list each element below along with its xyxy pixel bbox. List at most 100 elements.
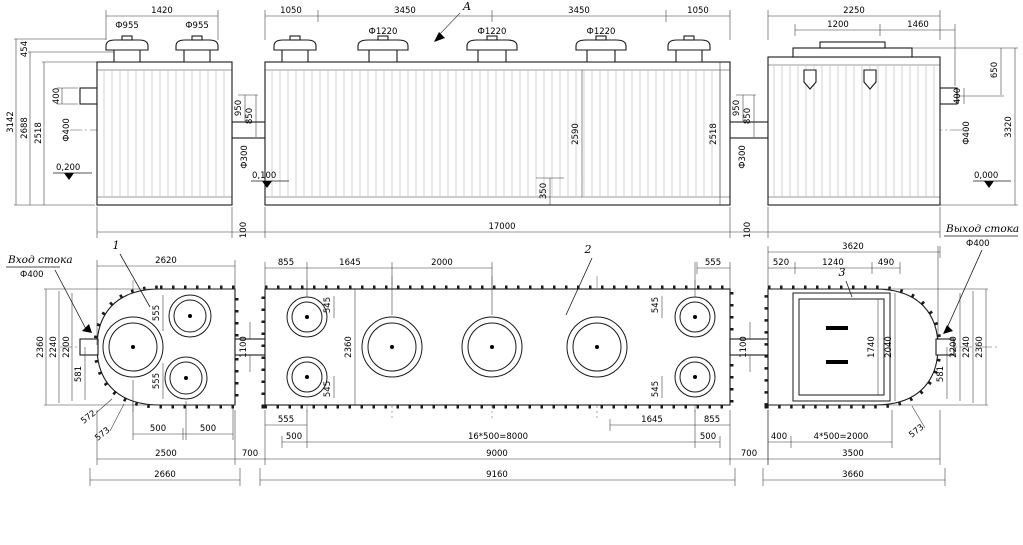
- dim-label: 2000: [431, 258, 453, 268]
- tank2-hatch-5: [667, 35, 711, 63]
- dim-label: 700: [741, 449, 757, 459]
- tank2-hatch-2: [357, 35, 409, 63]
- plan3-dim-lines: [762, 246, 988, 486]
- dim-label: 3660: [842, 470, 864, 480]
- dim-label: Ф955: [115, 21, 139, 31]
- plan2-body: [264, 288, 731, 406]
- dim-label: 2518: [34, 122, 44, 144]
- section-label: А: [462, 0, 471, 13]
- dim-label: 4*500=2000: [814, 432, 869, 442]
- tank3-curb: [819, 41, 886, 49]
- elevation-views: 1420 Ф955 Ф955 454 3142 2688 2518 400 Ф4…: [6, 0, 1018, 238]
- dim-label: 581: [936, 366, 946, 382]
- dim-label: 855: [704, 415, 720, 425]
- dim-label: 3500: [842, 449, 864, 459]
- callout-3: 3: [839, 266, 846, 279]
- level-mark-0100: [251, 180, 289, 188]
- inlet-label: Вход стока: [7, 254, 73, 266]
- inlet-dia-label: Ф400: [20, 270, 44, 280]
- dim-label: 500: [286, 432, 302, 442]
- dim-label: 850: [743, 108, 753, 124]
- dim-label: 2360: [36, 336, 46, 358]
- dim-label: 545: [651, 297, 661, 313]
- dim-label: 3620: [842, 242, 864, 252]
- dim-label: 350: [539, 183, 549, 199]
- dim-label: 490: [878, 258, 894, 268]
- dim-label: 545: [323, 381, 333, 397]
- plan1-body: [96, 288, 236, 406]
- dim-label: 2518: [709, 123, 719, 145]
- dim-label: Ф400: [962, 121, 972, 145]
- dim-label: 2660: [154, 470, 176, 480]
- dim-label: 500: [150, 424, 166, 434]
- dim-label: Ф955: [185, 21, 209, 31]
- dim-label: 3450: [394, 6, 416, 16]
- dim-label: 555: [278, 415, 294, 425]
- dim-label: 3450: [568, 6, 590, 16]
- level-label: 0,100: [252, 171, 276, 181]
- dim-label: 400: [771, 432, 787, 442]
- dim-label: 500: [700, 432, 716, 442]
- dim-label: 2250: [843, 6, 865, 16]
- main-tank-plan: [261, 285, 734, 409]
- dim-label: 2500: [155, 449, 177, 459]
- tank2-hatch-3: [466, 35, 518, 63]
- dim-label: 2240: [962, 336, 972, 358]
- dim-label: 555: [705, 258, 721, 268]
- plan3-hatch-inner: [798, 298, 885, 396]
- dim-label: 500: [200, 424, 216, 434]
- outlet-pipe-plan: [935, 338, 955, 356]
- tank2-ribs: [271, 71, 721, 196]
- dim-label: 1240: [822, 258, 844, 268]
- plan3-handle-1: [826, 326, 848, 330]
- outlet-tank-plan: [764, 285, 955, 409]
- dim-label: 400: [52, 88, 62, 104]
- section-arrow: [434, 32, 445, 42]
- level-label: 0,000: [974, 171, 998, 181]
- tank3-vent-1: [803, 69, 817, 90]
- dim-label: 1100: [739, 336, 749, 358]
- dim-label: 9160: [486, 470, 508, 480]
- dim-label: 1645: [641, 415, 663, 425]
- callout-leaders: [119, 253, 853, 316]
- callout-1: 1: [113, 239, 120, 252]
- dim-label: 2590: [571, 123, 581, 145]
- left-tank-elevation: [96, 35, 233, 206]
- pipe-right-plan: [729, 338, 769, 356]
- dim-label: 700: [242, 449, 258, 459]
- plan-views: Вход стока Ф400 Выход стока Ф400 1 2 3 2…: [6, 223, 1019, 486]
- tank1-body: [96, 61, 233, 206]
- dim-label: 545: [651, 381, 661, 397]
- tank2-hatch-1: [273, 35, 317, 63]
- tank2-dim-lines: [264, 10, 756, 205]
- tank1-hatch-1: [105, 35, 149, 63]
- dim-label: 1740: [867, 336, 877, 358]
- dim-label: 100: [743, 222, 753, 238]
- inlet-pipe-plan: [79, 338, 99, 356]
- dim-label: 100: [239, 222, 249, 238]
- dim-label: 2200: [62, 336, 72, 358]
- dim-label: Ф300: [240, 145, 250, 169]
- inlet-leader: [6, 266, 92, 333]
- tank2-body: [264, 61, 731, 206]
- dim-label: 16*500=8000: [468, 432, 528, 442]
- plan3-hatch-outer: [792, 292, 891, 402]
- dim-label: 520: [773, 258, 789, 268]
- outlet-leader: [943, 235, 1018, 334]
- left-tank-plan: [79, 285, 239, 409]
- outlet-label: Выход стока: [945, 223, 1019, 235]
- tank3-vent-2: [863, 69, 877, 90]
- level-mark-0000: [973, 180, 1011, 188]
- dim-label: 2360: [344, 336, 354, 358]
- dim-label: 2240: [49, 336, 59, 358]
- dim-label: 1050: [280, 6, 302, 16]
- dim-label: 3142: [6, 111, 16, 133]
- main-tank-elevation: [264, 35, 731, 206]
- plan3-handle-2: [826, 360, 848, 364]
- dim-label: 9000: [486, 449, 508, 459]
- dim-label: 1100: [239, 336, 249, 358]
- tank3-dim-lines: [767, 10, 1018, 206]
- dim-label: 581: [74, 366, 84, 382]
- dim-label: Ф1220: [369, 27, 398, 37]
